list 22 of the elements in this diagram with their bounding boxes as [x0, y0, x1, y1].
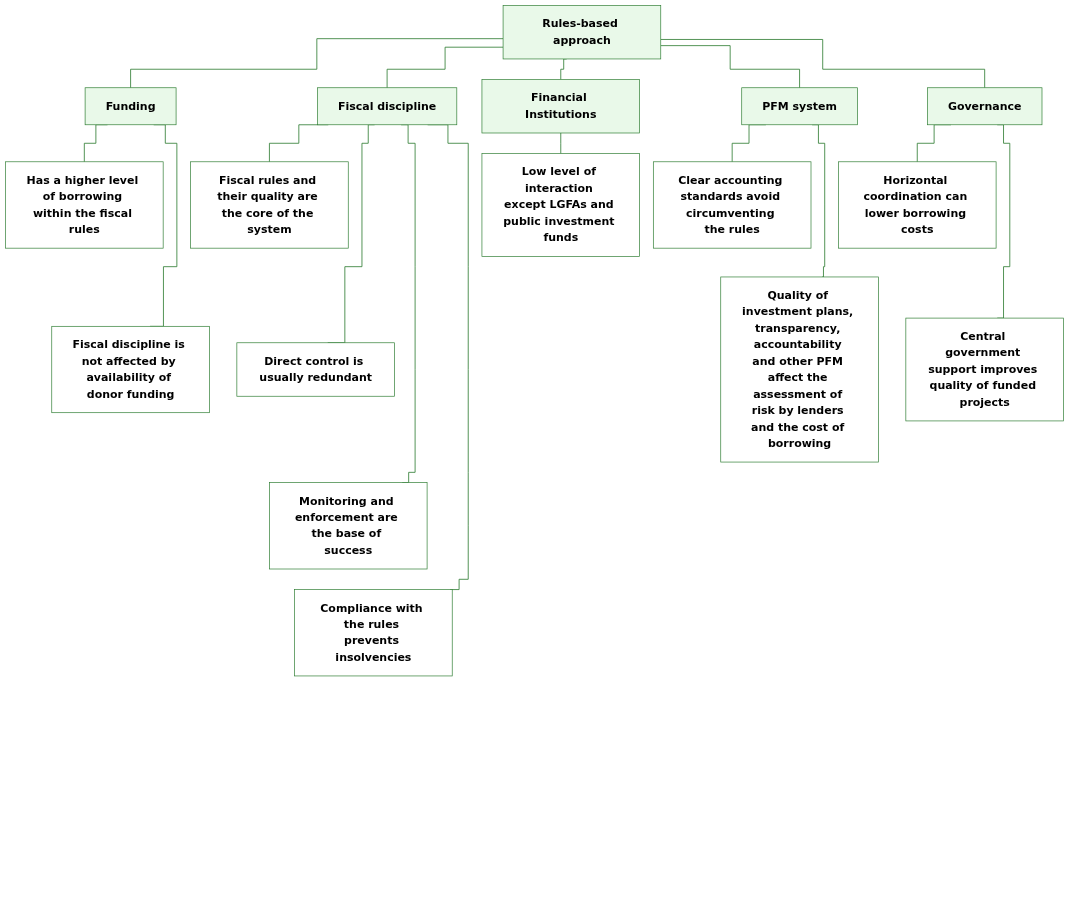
node-box: Financial Institutions — [481, 79, 640, 134]
node-box: Fiscal discipline is not affected by availability of donor funding — [51, 325, 210, 414]
node-box: Compliance with the rules prevents insolvencies — [294, 589, 453, 677]
connector — [660, 45, 800, 89]
node-box: Rules-based approach — [502, 5, 662, 60]
node-box: Direct control is usually redundant — [236, 342, 395, 397]
node-box: PFM system — [741, 87, 858, 126]
node-box: Fiscal discipline — [317, 87, 458, 126]
node-box: Governance — [927, 87, 1043, 126]
node-box: Low level of interaction except LGFAs and public investment funds — [481, 153, 640, 257]
node-box: Has a higher level of borrowing within the fiscal rules — [5, 161, 164, 249]
node-box: Monitoring and enforcement are the base of success — [269, 482, 428, 570]
node-box: Clear accounting standards avoid circumventing the rules — [652, 161, 812, 249]
node-box: Funding — [84, 87, 177, 126]
node-box: Central government support improves quality of funded projects — [905, 317, 1064, 422]
connector — [560, 132, 562, 154]
node-box: Quality of investment plans, transparency, accountability and other PFM affect the assessment of risk by lenders and the cost of borrowing — [720, 276, 879, 463]
connector — [660, 39, 986, 89]
node-box: Horizontal coordination can lower borrowing costs — [838, 161, 997, 249]
connector — [130, 38, 504, 89]
connector — [386, 46, 504, 89]
node-box: Fiscal rules and their quality are the core of the system — [190, 161, 349, 249]
